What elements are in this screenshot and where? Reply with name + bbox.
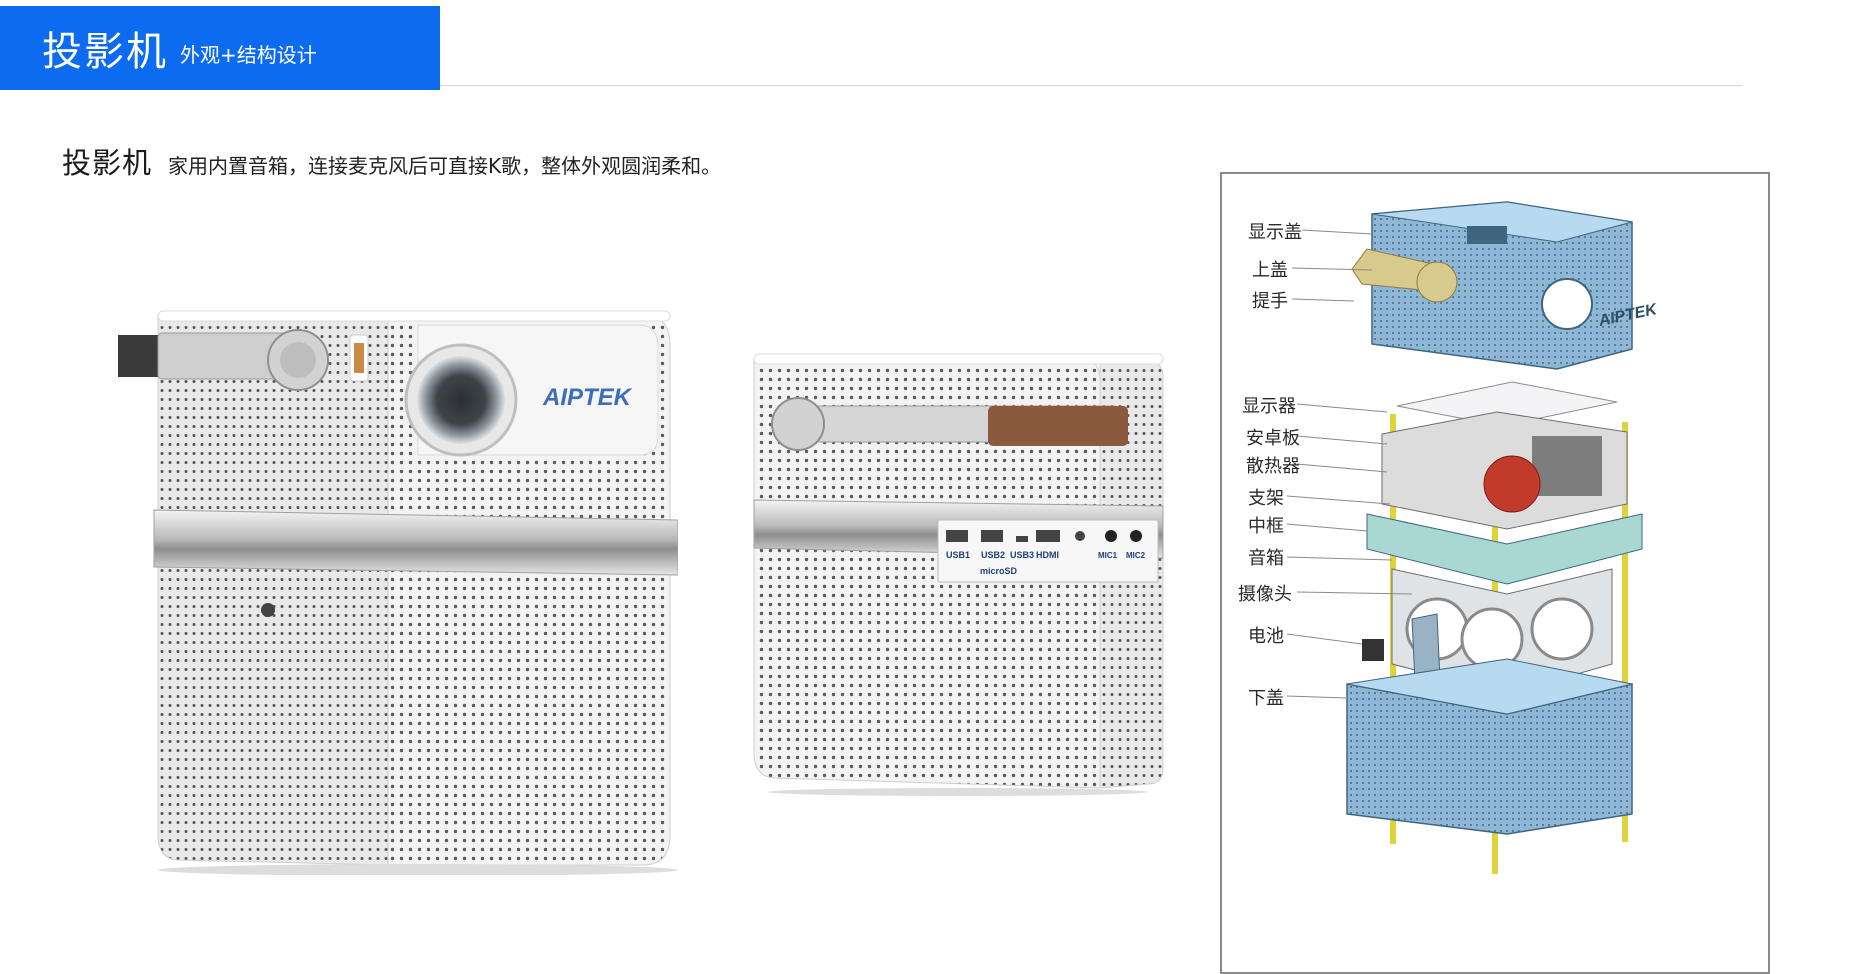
- section-title: 投影机: [62, 146, 153, 180]
- label-battery: 电池: [1248, 626, 1284, 647]
- label-handle: 提手: [1252, 291, 1288, 312]
- label-camera: 摄像头: [1238, 584, 1292, 605]
- label-middle-frame: 中框: [1248, 516, 1284, 537]
- port-label-mic1: MIC1: [1098, 551, 1118, 560]
- projector-front-render: AIPTEK: [100, 305, 679, 876]
- port-label-hdmi: HDMI: [1036, 550, 1059, 560]
- label-heatsink: 散热器: [1246, 456, 1300, 477]
- header-title: 投影机: [42, 29, 168, 75]
- exploded-structure-diagram: AIPTEK: [1220, 172, 1770, 974]
- label-display-cover: 显示盖: [1248, 222, 1302, 243]
- port-label-usb2: USB2: [981, 550, 1005, 560]
- header-subtitle: 外观+结构设计: [180, 42, 317, 67]
- header-banner: 投影机 外观+结构设计: [0, 6, 440, 90]
- label-android-board: 安卓板: [1246, 428, 1300, 449]
- label-display: 显示器: [1242, 396, 1296, 417]
- label-speaker: 音箱: [1248, 548, 1284, 569]
- front-brand-logo: AIPTEK: [542, 384, 633, 411]
- section-description: 家用内置音箱，连接麦克风后可直接K歌，整体外观圆润柔和。: [168, 154, 722, 178]
- label-bottom-cover: 下盖: [1248, 688, 1284, 709]
- label-bracket: 支架: [1248, 488, 1284, 509]
- port-label-microsd: microSD: [980, 566, 1018, 576]
- port-label-usb3: USB3: [1010, 550, 1034, 560]
- header-divider: [440, 85, 1742, 86]
- section-heading: 投影机 家用内置音箱，连接麦克风后可直接K歌，整体外观圆润柔和。: [62, 140, 721, 182]
- label-top-cover: 上盖: [1252, 260, 1288, 281]
- projector-back-render: USB1 USB2 USB3 HDMI MIC1 MIC2 microSD: [748, 348, 1188, 798]
- port-label-mic2: MIC2: [1126, 551, 1146, 560]
- port-label-usb1: USB1: [946, 550, 970, 560]
